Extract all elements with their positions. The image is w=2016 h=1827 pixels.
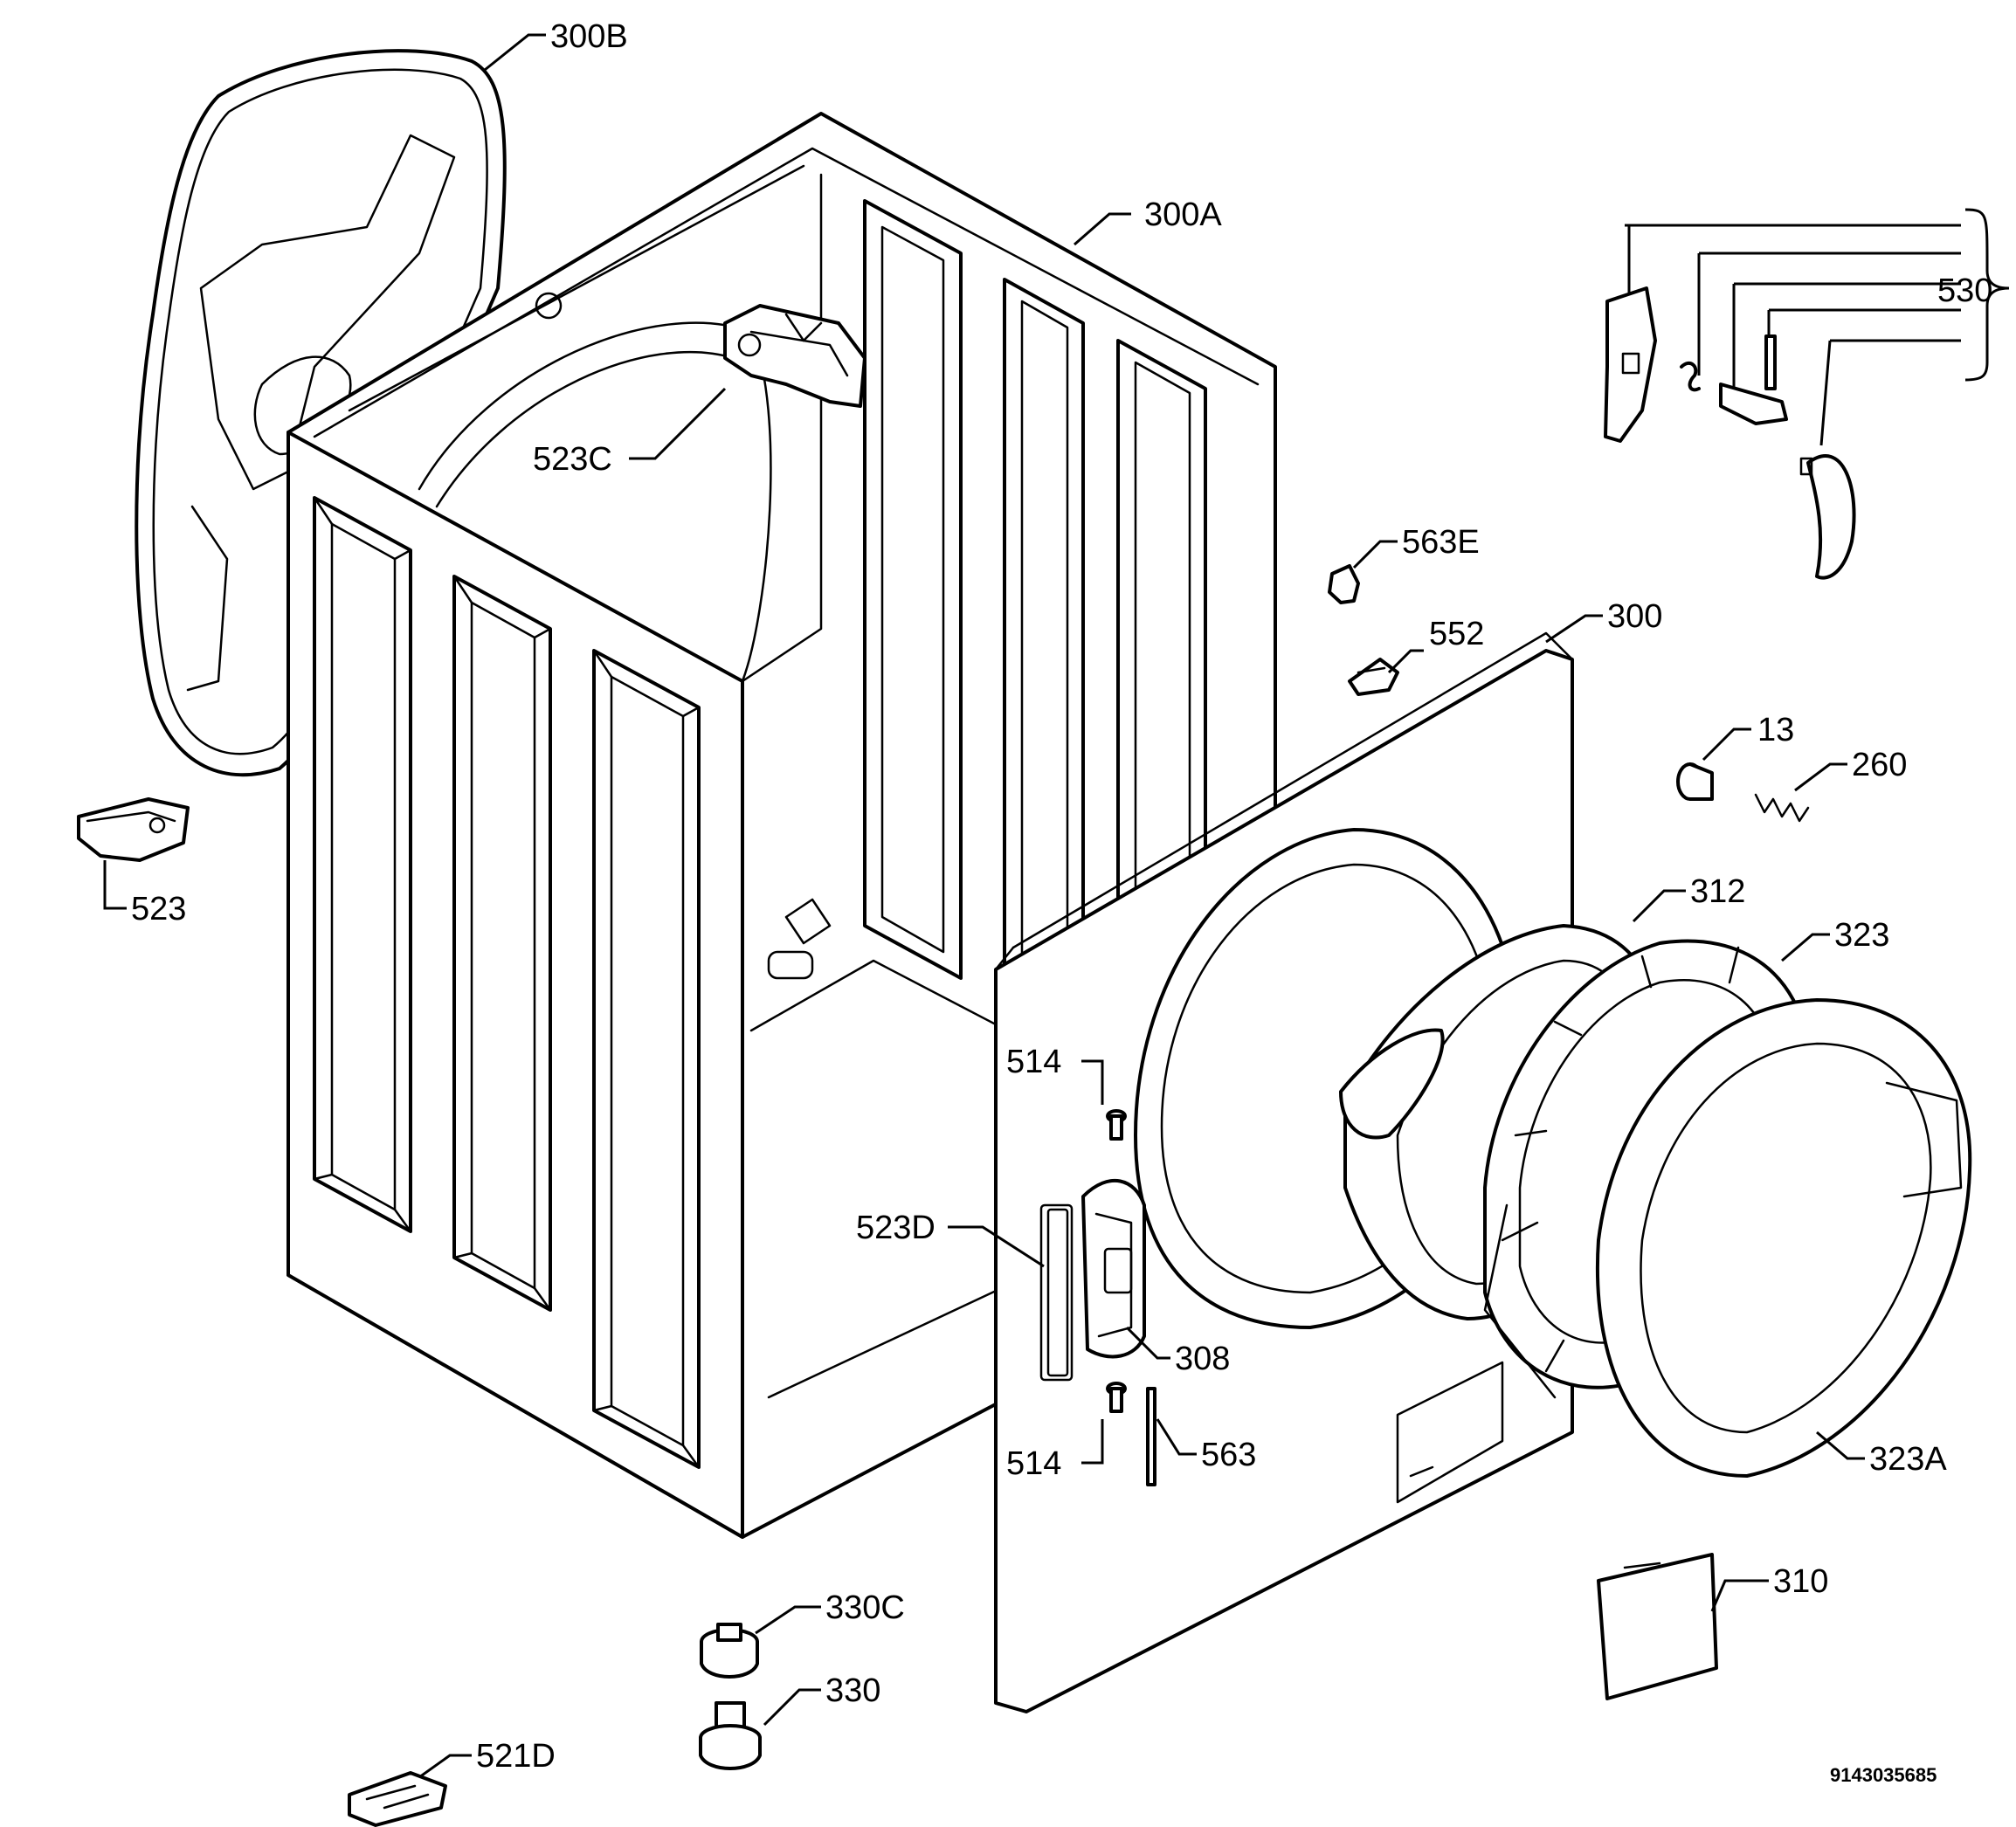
part-523-bracket[interactable] — [77, 797, 190, 862]
part-552-clip[interactable] — [1348, 658, 1399, 696]
leader-530-brace — [1964, 208, 2010, 382]
callout-523c: 523C — [533, 441, 612, 478]
part-523c-bracket[interactable] — [723, 304, 866, 408]
callout-300: 300 — [1607, 598, 1662, 635]
leader-523 — [103, 860, 127, 910]
callout-523d: 523D — [856, 1210, 936, 1246]
part-323a-outer-door[interactable] — [1596, 998, 1972, 1478]
callout-310: 310 — [1773, 1563, 1828, 1600]
callout-514a: 514 — [1006, 1044, 1061, 1080]
leader-521d — [418, 1754, 472, 1779]
callout-13: 13 — [1757, 712, 1794, 748]
drawing-number: 9143035685 — [1830, 1764, 1937, 1786]
leader-330c — [755, 1605, 821, 1635]
leader-552 — [1387, 649, 1424, 674]
leader-260 — [1794, 762, 1847, 792]
leader-523c — [629, 387, 727, 460]
part-523d-hinge-plate[interactable] — [1046, 1208, 1069, 1377]
leader-323 — [1781, 933, 1830, 962]
part-563e-plug[interactable] — [1328, 564, 1360, 604]
callout-labels: 300B 300A 523C 530 563E 552 300 13 260 5… — [131, 18, 1992, 1786]
callout-300a: 300A — [1144, 196, 1222, 233]
leader-523d — [948, 1225, 1045, 1268]
part-13-bushing[interactable] — [1676, 762, 1714, 801]
leader-330 — [763, 1688, 821, 1727]
callout-312: 312 — [1690, 873, 1745, 910]
callout-563e: 563E — [1402, 524, 1480, 561]
part-514-screw-upper[interactable] — [1106, 1109, 1127, 1141]
callout-330c: 330C — [825, 1589, 905, 1626]
part-330-foot[interactable] — [699, 1701, 762, 1770]
leader-514a — [1081, 1059, 1104, 1105]
callout-260: 260 — [1852, 747, 1907, 783]
callout-323a: 323A — [1869, 1441, 1947, 1478]
leader-530-4 — [1767, 308, 1961, 336]
leader-563e — [1352, 540, 1398, 569]
part-308-hinge[interactable] — [1081, 1179, 1146, 1359]
callout-514b: 514 — [1006, 1445, 1061, 1482]
callout-530-visible: 530 — [1937, 272, 1992, 309]
part-563-pin[interactable] — [1146, 1387, 1156, 1486]
leader-300 — [1545, 614, 1603, 644]
leader-530-2 — [1697, 252, 1961, 376]
leader-lines — [103, 33, 2010, 1779]
callout-521d: 521D — [476, 1738, 556, 1775]
callout-330: 330 — [825, 1672, 880, 1709]
part-514-screw-lower[interactable] — [1106, 1382, 1127, 1413]
part-310-filter-cover[interactable] — [1597, 1553, 1718, 1700]
callout-308: 308 — [1175, 1341, 1230, 1377]
leader-514b — [1081, 1419, 1104, 1465]
leader-563 — [1156, 1418, 1197, 1456]
callout-523: 523 — [131, 891, 186, 927]
leader-310 — [1710, 1579, 1769, 1612]
part-300-front-panel[interactable] — [994, 631, 1574, 1713]
part-521d-plate[interactable] — [348, 1771, 447, 1827]
callout-323: 323 — [1834, 917, 1889, 954]
leader-300a — [1074, 212, 1131, 246]
callout-563: 563 — [1201, 1437, 1256, 1473]
leader-308 — [1125, 1326, 1170, 1360]
callout-552: 552 — [1429, 616, 1484, 652]
leader-300b — [484, 33, 546, 72]
leader-530-5 — [1819, 339, 1961, 446]
part-330c-foot[interactable] — [700, 1623, 759, 1679]
callout-300b: 300B — [550, 18, 628, 55]
leader-530-1 — [1625, 224, 1961, 293]
part-260-spring[interactable] — [1754, 793, 1810, 823]
leader-312 — [1632, 889, 1686, 923]
leader-323a — [1816, 1431, 1865, 1460]
leader-530-3 — [1732, 282, 1961, 389]
part-530-latch-assembly[interactable] — [1604, 286, 1856, 580]
leader-13 — [1702, 727, 1751, 762]
